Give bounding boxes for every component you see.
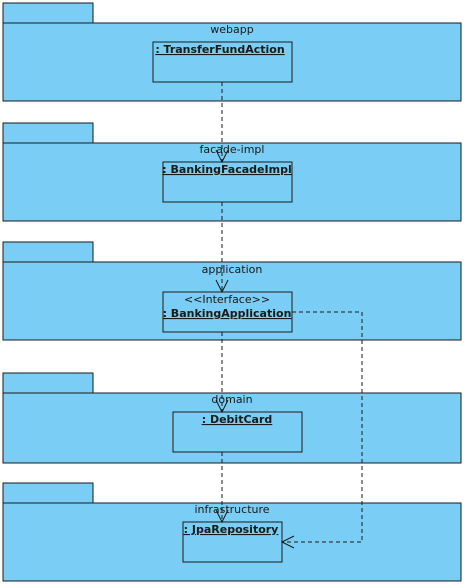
object-banking-facade-impl[interactable]: : BankingFacadeImpl <box>162 161 293 203</box>
package-name: facade-impl <box>200 143 265 156</box>
dependency-arrowhead <box>280 535 295 549</box>
object-stereotype: <<Interface>> <box>184 293 270 306</box>
dependency-webapp-to-facade <box>215 82 229 164</box>
package-name: webapp <box>210 23 253 36</box>
dependency-arrowhead <box>215 509 229 524</box>
object-label: : JpaRepository <box>184 523 279 536</box>
package-name: application <box>202 263 263 276</box>
object-label: : BankingFacadeImpl <box>162 163 291 176</box>
object-box <box>172 411 303 453</box>
dependency-arrowhead <box>215 149 229 164</box>
object-box <box>162 161 293 203</box>
package-infrastructure[interactable]: infrastructure <box>2 482 462 582</box>
dependency-line <box>282 311 363 543</box>
object-banking-application[interactable]: <<Interface>> : BankingApplication <box>162 291 293 333</box>
object-box <box>162 291 293 333</box>
package-tab <box>2 122 94 144</box>
object-label: : DebitCard <box>202 413 273 426</box>
dependency-domain-to-infrastructure <box>215 452 229 524</box>
package-tab <box>2 372 94 394</box>
dependency-arrowhead <box>215 279 229 294</box>
dependency-arrowhead <box>215 399 229 414</box>
dependency-application-to-infrastructure <box>280 311 363 549</box>
object-jpa-repository[interactable]: : JpaRepository <box>182 521 283 563</box>
object-label: : BankingApplication <box>163 307 292 320</box>
dependency-application-to-domain <box>215 332 229 414</box>
package-tab <box>2 482 94 504</box>
object-box <box>182 521 283 563</box>
dependency-facade-to-application <box>215 202 229 294</box>
object-box <box>152 41 293 83</box>
package-name: infrastructure <box>194 503 269 516</box>
object-label: : TransferFundAction <box>155 43 284 56</box>
package-tab <box>2 2 94 24</box>
object-transfer-fund-action[interactable]: : TransferFundAction <box>152 41 293 83</box>
package-tab <box>2 241 94 263</box>
object-debit-card[interactable]: : DebitCard <box>172 411 303 453</box>
